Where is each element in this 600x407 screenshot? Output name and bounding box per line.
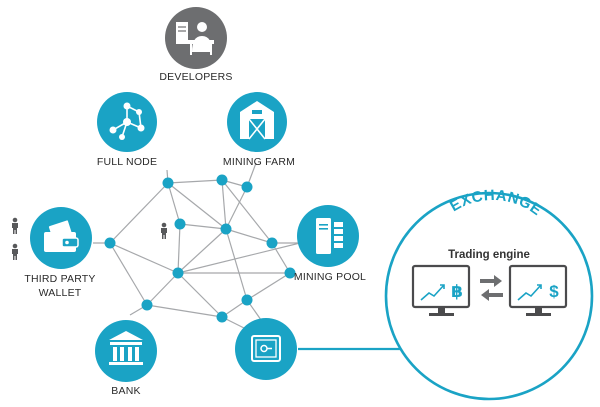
- edge: [177, 228, 227, 274]
- network-dot: [241, 181, 253, 193]
- edge: [177, 242, 301, 274]
- bitcoin-symbol: ฿: [451, 282, 463, 302]
- wallet-node: [30, 207, 92, 269]
- network-dot: [266, 237, 278, 249]
- edge: [221, 179, 227, 230]
- edge: [177, 272, 223, 318]
- mining-farm-node: [227, 92, 287, 152]
- edge: [146, 304, 223, 318]
- vault-node: [235, 318, 297, 380]
- edge: [246, 272, 291, 301]
- dollar-symbol: $: [549, 282, 559, 301]
- edge: [109, 182, 169, 244]
- mining-farm-label: MINING FARM: [222, 156, 296, 168]
- person-icon: [161, 222, 167, 239]
- network-dot: [284, 267, 296, 279]
- developers-label: DEVELOPERS: [159, 71, 233, 83]
- network-dot: [174, 218, 186, 230]
- network-dot: [216, 311, 228, 323]
- person-icon: [12, 217, 18, 234]
- edge: [109, 242, 179, 274]
- developers-node: [165, 7, 227, 69]
- wallet-icon: [44, 220, 79, 252]
- edge: [146, 272, 179, 306]
- bank-building-icon: [109, 331, 143, 365]
- developers-circle: [165, 7, 227, 69]
- safe-icon: [251, 335, 281, 362]
- network-dots: [104, 174, 296, 323]
- edge: [225, 228, 273, 244]
- dollar-monitor-icon: $: [508, 264, 568, 316]
- bank-node: [95, 320, 157, 382]
- full-node-node: [97, 92, 157, 152]
- mining-pool-label: MINING POOL: [293, 271, 367, 283]
- network-dot: [241, 294, 253, 306]
- swap-arrows-icon: [480, 275, 503, 301]
- edge: [167, 182, 181, 225]
- full-node-label: FULL NODE: [96, 156, 158, 168]
- wallet-label-line1: THIRD PARTY: [24, 273, 96, 285]
- network-dot: [104, 237, 116, 249]
- network-node-icon: [109, 102, 145, 140]
- edge: [167, 179, 223, 184]
- network-dot: [162, 177, 174, 189]
- edge: [271, 242, 291, 274]
- server-rack-icon: [316, 218, 343, 254]
- edge: [177, 223, 181, 274]
- vault-circle: [235, 318, 297, 380]
- edge: [225, 186, 248, 230]
- bitcoin-monitor-icon: ฿: [411, 264, 471, 316]
- edge: [179, 223, 227, 230]
- network-dot: [141, 299, 153, 311]
- person-icon: [12, 243, 18, 260]
- barn-icon: [240, 101, 274, 140]
- edge: [225, 228, 248, 301]
- wallet-label-line2: WALLET: [38, 287, 82, 299]
- network-dot: [220, 223, 232, 235]
- edge: [109, 242, 148, 306]
- trading-engine-label: Trading engine: [448, 249, 530, 261]
- bank-circle: [95, 320, 157, 382]
- network-dot: [216, 174, 228, 186]
- mining-pool-node: [297, 205, 359, 267]
- developer-workstation-icon: [176, 22, 214, 55]
- edge: [221, 179, 273, 244]
- bank-label: BANK: [111, 385, 141, 397]
- edge: [167, 182, 227, 230]
- network-dot: [172, 267, 184, 279]
- exchange-panel: EXCHANGE Trading engine ฿: [384, 187, 594, 401]
- network-edges: [93, 162, 301, 331]
